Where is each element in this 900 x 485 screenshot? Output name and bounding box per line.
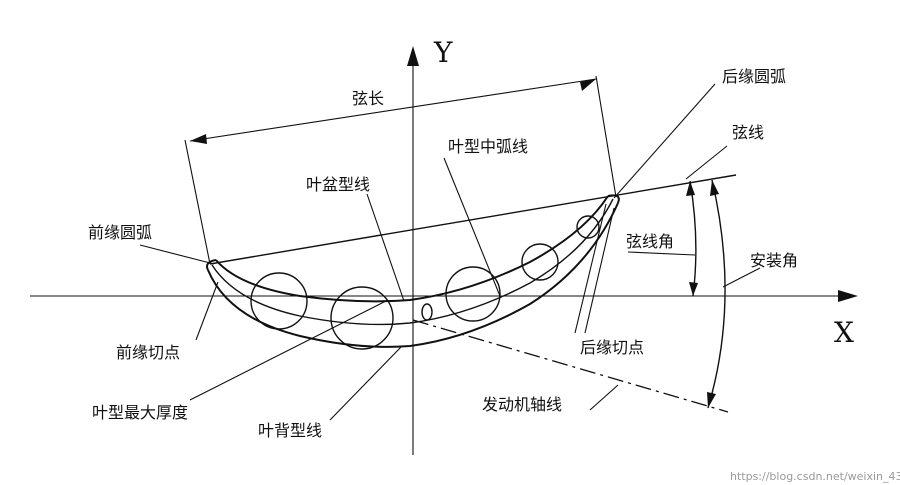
stagger-angle-arc	[707, 179, 726, 409]
trailing-edge-arc-label: 后缘圆弧	[722, 67, 786, 86]
le-tangent-leader	[195, 281, 219, 341]
inscribed-circle	[330, 286, 394, 350]
engine-axis-leader	[589, 384, 619, 411]
chord-extension-right	[595, 75, 617, 198]
x-axis-label: X	[834, 316, 854, 349]
y-axis-label: Y	[433, 36, 453, 69]
chord-line-label: 弦线	[732, 123, 764, 142]
leading-edge-arc-leader	[139, 244, 215, 265]
chord-angle-leader	[627, 251, 696, 256]
inscribed-circle	[445, 266, 501, 322]
pressure-surface-label: 叶盆型线	[306, 175, 370, 194]
inscribed-circle	[576, 215, 600, 239]
leader-lines	[139, 83, 761, 421]
angle-arcs	[686, 179, 726, 409]
engine-axis-line	[412, 319, 729, 413]
chord-angle-arc	[689, 180, 697, 297]
chord-length-arrow-left	[190, 134, 207, 144]
stagger-angle-label: 安装角	[750, 251, 798, 270]
chord-length-arrow-right	[580, 79, 596, 91]
trailing-edge-arc-leader	[613, 83, 716, 199]
stagger-angle-arrow-top	[710, 180, 719, 196]
max-thickness-label: 叶型最大厚度	[92, 403, 188, 422]
leading-edge-arc-label: 前缘圆弧	[88, 223, 152, 242]
te-tangent-leader-2	[584, 207, 615, 334]
camber-line-leader	[443, 157, 501, 297]
chord-line	[209, 174, 737, 265]
small-center-mark	[421, 303, 433, 321]
axes: X Y	[30, 36, 858, 455]
chord-extension-left	[184, 139, 211, 265]
chord-angle-arrow-bottom	[689, 282, 698, 296]
chord-length-dimension	[189, 78, 597, 142]
pressure-surface-curve	[215, 195, 609, 303]
chord-line-leader	[685, 145, 728, 180]
pressure-surface-leader	[366, 193, 405, 302]
le-tangent-label: 前缘切点	[116, 343, 180, 362]
stagger-angle-arrow-bottom	[707, 392, 716, 408]
chord-length-label: 弦长	[352, 89, 384, 108]
te-tangent-leader-1	[574, 203, 607, 334]
x-axis-arrowhead	[838, 290, 858, 302]
stagger-angle-leader	[722, 267, 761, 288]
suction-surface-leader	[329, 345, 403, 421]
chord-angle-label: 弦线角	[626, 232, 674, 251]
te-tangent-label: 后缘切点	[580, 338, 644, 357]
max-thickness-leader	[189, 299, 389, 401]
camber-line	[211, 198, 614, 326]
chord-geometry: 弦长	[184, 75, 737, 265]
y-axis-arrowhead	[407, 46, 419, 66]
watermark: https://blog.csdn.net/weixin_43911	[730, 470, 900, 483]
chord-angle-arrow-top	[686, 181, 695, 196]
inscribed-circle	[250, 272, 308, 330]
inscribed-circle	[521, 243, 559, 281]
suction-surface-label: 叶背型线	[258, 421, 322, 440]
leading-edge-arc	[206, 259, 217, 271]
engine-axis-label: 发动机轴线	[482, 395, 562, 414]
camber-line-label: 叶型中弧线	[448, 137, 528, 156]
labels: 后缘圆弧 弦线 叶型中弧线 叶盆型线 前缘圆弧 弦线角 安装角 前缘切点 后缘切…	[88, 67, 798, 440]
